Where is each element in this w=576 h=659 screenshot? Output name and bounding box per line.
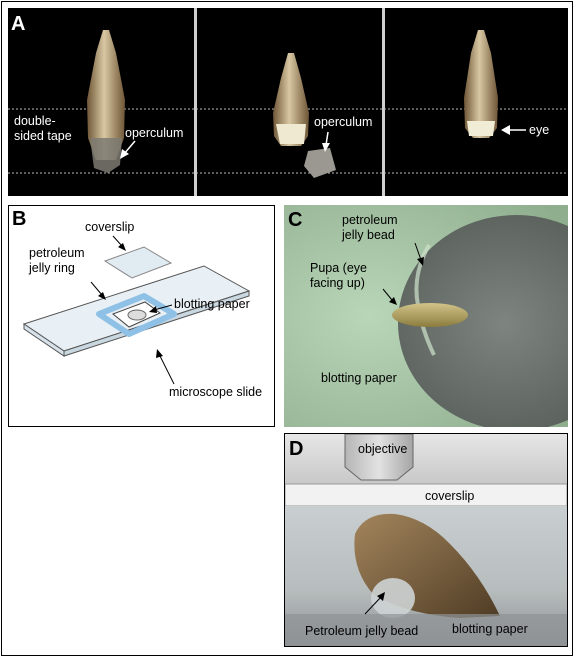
ring-arrow-head	[98, 292, 106, 300]
jelly-bead-label-c: petroleum jelly bead	[342, 213, 398, 242]
coverslip-shape	[103, 246, 173, 279]
coverslip-arrow-head	[118, 243, 126, 251]
panel-d-photo	[285, 434, 567, 646]
panel-c-photo	[284, 205, 568, 427]
panel-a-divider-1	[194, 8, 197, 196]
panel-a-label: A	[11, 13, 26, 35]
blotting-paper-disc	[398, 215, 568, 427]
jelly-bead-arrow-d-head	[377, 592, 385, 601]
panel-b-diagram	[22, 235, 251, 385]
panel-b: B coverslip petroleum jelly ring blottin…	[8, 205, 275, 427]
panel-a-divider-2	[382, 8, 385, 196]
operculum-arrow-2	[325, 131, 329, 146]
operculum-photo-1	[90, 138, 122, 173]
coverslip-label-b: coverslip	[85, 220, 135, 234]
eye-label: eye	[529, 123, 550, 137]
blotting-arrow	[153, 304, 173, 311]
pupa-2-opening	[276, 124, 306, 144]
blotting-label-d: blotting paper	[452, 622, 528, 636]
slide-hole	[127, 309, 147, 321]
slide-label: microscope slide	[169, 385, 263, 399]
operculum-label-2: operculum	[314, 115, 373, 129]
jelly-bead-arrow-c-head	[417, 257, 424, 266]
pupa-photo-1	[87, 30, 125, 160]
jelly-ring	[96, 293, 177, 337]
slide-arrow-head	[156, 349, 163, 358]
ring-arrow	[90, 281, 103, 296]
slide-arrow	[159, 355, 175, 385]
panel-a: A double- sided tape operculum operculum…	[8, 8, 568, 196]
pupa-arrow	[382, 288, 393, 301]
panel-c: C petroleum jelly bead Pupa (eye facing …	[284, 205, 568, 427]
jelly-bead-arrow-d	[364, 596, 382, 615]
pupa-photo-2	[273, 53, 309, 146]
pupa-photo-3	[464, 30, 498, 138]
pupa-arrow-head	[389, 297, 397, 305]
blotting-paper-surface	[285, 614, 567, 646]
slide-side	[23, 323, 65, 357]
jelly-bead-label-d: Petroleum jelly bead	[305, 624, 419, 638]
panel-a-photos	[8, 8, 568, 196]
pupa-3-eye-area	[467, 121, 495, 136]
panel-b-label: B	[12, 208, 27, 230]
tape-label: double- sided tape	[14, 114, 72, 143]
panel-d: D objective coverslip Petroleum jelly be…	[284, 433, 568, 647]
panel-c-label: C	[288, 209, 303, 231]
panel-d-label: D	[289, 438, 304, 460]
objective-label: objective	[358, 442, 408, 456]
jelly-bead-arrow-c	[414, 242, 422, 261]
coverslip-arrow	[112, 235, 123, 247]
pupa-photo-c	[392, 303, 468, 327]
objective-shape	[344, 434, 414, 481]
operculum-label-1: operculum	[125, 126, 184, 140]
blotting-label-c: blotting paper	[321, 371, 397, 385]
panel-d-top-background	[285, 434, 567, 484]
operculum-photo-2	[304, 148, 336, 178]
blotting-arrow-head	[149, 306, 157, 313]
eye-arrow-head	[501, 125, 510, 135]
jelly-bead-side	[371, 578, 415, 618]
pupa-label: Pupa (eye facing up)	[310, 261, 367, 290]
operculum-arrow-2-head	[322, 143, 330, 152]
coverslip-label-d: coverslip	[425, 489, 475, 503]
blotting-label-b: blotting paper	[174, 297, 250, 311]
operculum-arrow-1-head	[120, 149, 129, 159]
jelly-ring-label: petroleum jelly ring	[29, 246, 85, 275]
